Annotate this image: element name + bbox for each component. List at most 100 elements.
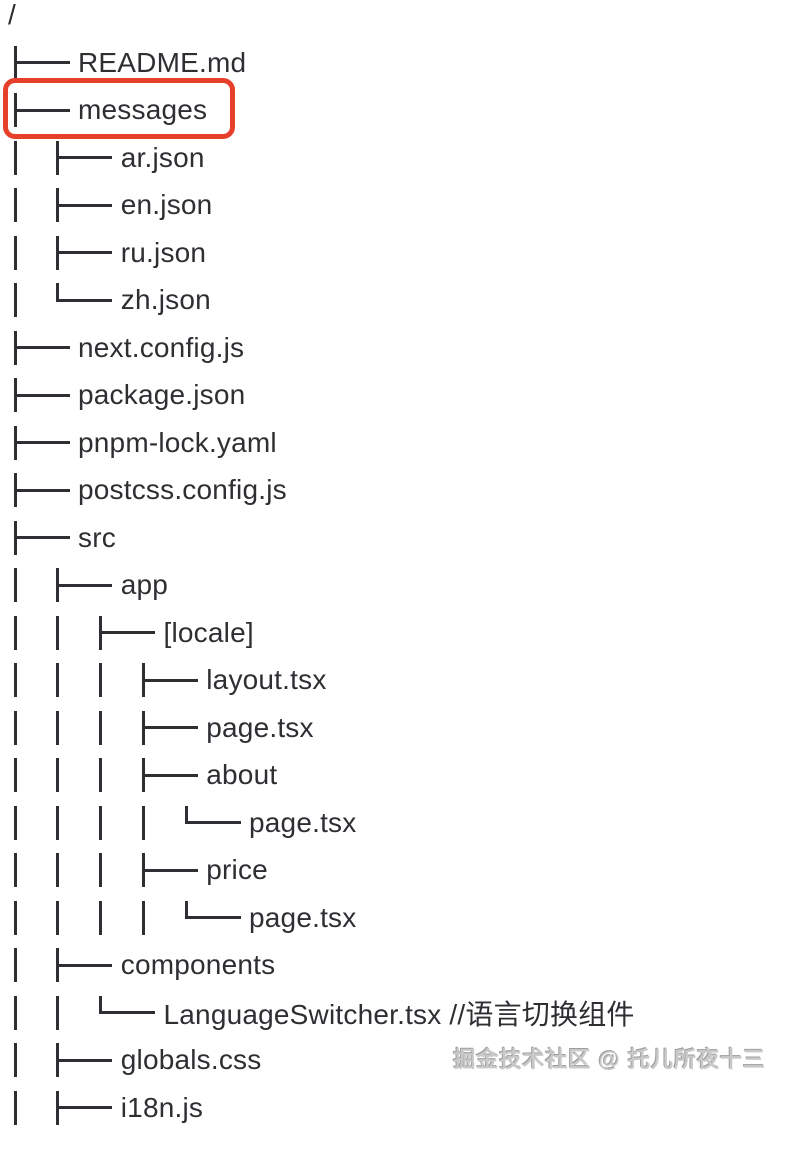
connector-horizontal-line xyxy=(13,536,70,539)
indent-guide-line xyxy=(8,561,51,609)
connector-horizontal-line xyxy=(56,298,113,302)
tree-corner-icon xyxy=(179,894,249,942)
tree-tee-icon xyxy=(51,1036,121,1084)
connector-horizontal-line xyxy=(56,156,113,159)
connector-horizontal-line xyxy=(13,346,70,349)
guide-vertical-line xyxy=(99,663,102,697)
tree-tee-icon xyxy=(51,181,121,229)
indent-guide-line xyxy=(94,704,137,752)
entry-label: package.json xyxy=(78,379,246,410)
tree-tee-icon xyxy=(94,609,164,657)
guide-vertical-line xyxy=(56,663,60,697)
connector-vertical-line xyxy=(99,995,102,1014)
tree-tee-icon xyxy=(8,371,78,419)
guide-vertical-line xyxy=(13,995,17,1030)
entry-label: components xyxy=(120,949,276,980)
indent-guide-line xyxy=(51,656,94,704)
tree-row: ru.json xyxy=(8,229,788,277)
indent-guide-line xyxy=(51,989,94,1037)
connector-horizontal-line xyxy=(99,631,155,634)
guide-vertical-line xyxy=(56,710,60,745)
guide-vertical-line xyxy=(99,805,102,840)
tree-row: app xyxy=(8,561,788,609)
indent-guide-line xyxy=(8,799,51,847)
guide-vertical-line xyxy=(141,805,145,840)
indent-guide-line xyxy=(51,799,94,847)
indent-guide-line xyxy=(8,609,51,657)
guide-vertical-line xyxy=(13,710,17,745)
file-tree-rows: README.md messages ar.json en.json ru.js… xyxy=(8,39,788,1132)
guide-vertical-line xyxy=(13,948,17,982)
entry-label: about xyxy=(206,759,278,790)
indent-guide-line xyxy=(8,181,51,229)
indent-guide-line xyxy=(8,1036,51,1084)
tree-row: pnpm-lock.yaml xyxy=(8,419,788,467)
guide-vertical-line xyxy=(13,1090,17,1125)
guide-vertical-line xyxy=(99,853,102,887)
entry-label: src xyxy=(78,521,116,553)
connector-horizontal-line xyxy=(141,773,198,777)
tree-row: price xyxy=(8,846,788,894)
entry-label: LanguageSwitcher.tsx //语言切换组件 xyxy=(163,998,635,1030)
entry-label: ru.json xyxy=(120,236,207,268)
indent-guide-line xyxy=(51,846,94,894)
entry-label: messages xyxy=(78,94,208,125)
connector-vertical-line xyxy=(184,900,188,919)
tree-row: en.json xyxy=(8,181,788,229)
indent-guide-line xyxy=(94,846,137,894)
indent-guide-line xyxy=(136,799,179,847)
tree-tee-icon xyxy=(8,86,78,134)
connector-horizontal-line xyxy=(56,1106,113,1109)
entry-label: en.json xyxy=(120,189,213,220)
guide-vertical-line xyxy=(13,188,17,222)
tree-row: postcss.config.js xyxy=(8,466,788,514)
indent-guide-line xyxy=(8,751,51,799)
connector-horizontal-line xyxy=(13,441,70,444)
connector-horizontal-line xyxy=(141,868,198,872)
tree-row: page.tsx xyxy=(8,894,788,942)
indent-guide-line xyxy=(51,704,94,752)
page: { "page": { "background": "#ffffff", "te… xyxy=(3,0,766,1125)
tree-row: layout.tsx xyxy=(8,656,788,704)
entry-label: price xyxy=(206,854,268,885)
guide-vertical-line xyxy=(13,615,17,650)
entry-label: zh.json xyxy=(120,284,211,315)
indent-guide-line xyxy=(8,894,51,942)
tree-tee-icon xyxy=(136,751,206,799)
entry-label: page.tsx xyxy=(249,806,357,838)
connector-vertical-line xyxy=(184,805,188,824)
tree-tee-icon xyxy=(136,846,206,894)
connector-horizontal-line xyxy=(99,1011,155,1014)
indent-guide-line xyxy=(94,799,137,847)
connector-horizontal-line xyxy=(56,583,113,587)
entry-label: layout.tsx xyxy=(206,664,327,695)
guide-vertical-line xyxy=(13,283,17,317)
tree-tee-icon xyxy=(136,704,206,752)
indent-guide-line xyxy=(8,134,51,182)
indent-guide-line xyxy=(94,894,137,942)
tree-row: components xyxy=(8,941,788,989)
guide-vertical-line xyxy=(13,140,17,175)
tree-row: LanguageSwitcher.tsx //语言切换组件 xyxy=(8,989,788,1037)
indent-guide-line xyxy=(8,276,51,324)
guide-vertical-line xyxy=(13,853,17,887)
guide-vertical-line xyxy=(56,758,60,792)
entry-label: README.md xyxy=(78,46,247,78)
guide-vertical-line xyxy=(56,805,60,840)
tree-tee-icon xyxy=(8,324,78,372)
tree-corner-icon xyxy=(51,276,121,324)
connector-horizontal-line xyxy=(184,821,241,824)
guide-vertical-line xyxy=(56,853,60,887)
guide-vertical-line xyxy=(56,900,60,935)
tree-row: README.md xyxy=(8,39,788,87)
indent-guide-line xyxy=(94,656,137,704)
tree-row: package.json xyxy=(8,371,788,419)
indent-guide-line xyxy=(136,894,179,942)
guide-vertical-line xyxy=(13,235,17,270)
indent-guide-line xyxy=(8,989,51,1037)
guide-vertical-line xyxy=(13,900,17,935)
indent-guide-line xyxy=(94,751,137,799)
tree-tee-icon xyxy=(8,514,78,562)
guide-vertical-line xyxy=(99,900,102,935)
connector-horizontal-line xyxy=(141,678,198,682)
